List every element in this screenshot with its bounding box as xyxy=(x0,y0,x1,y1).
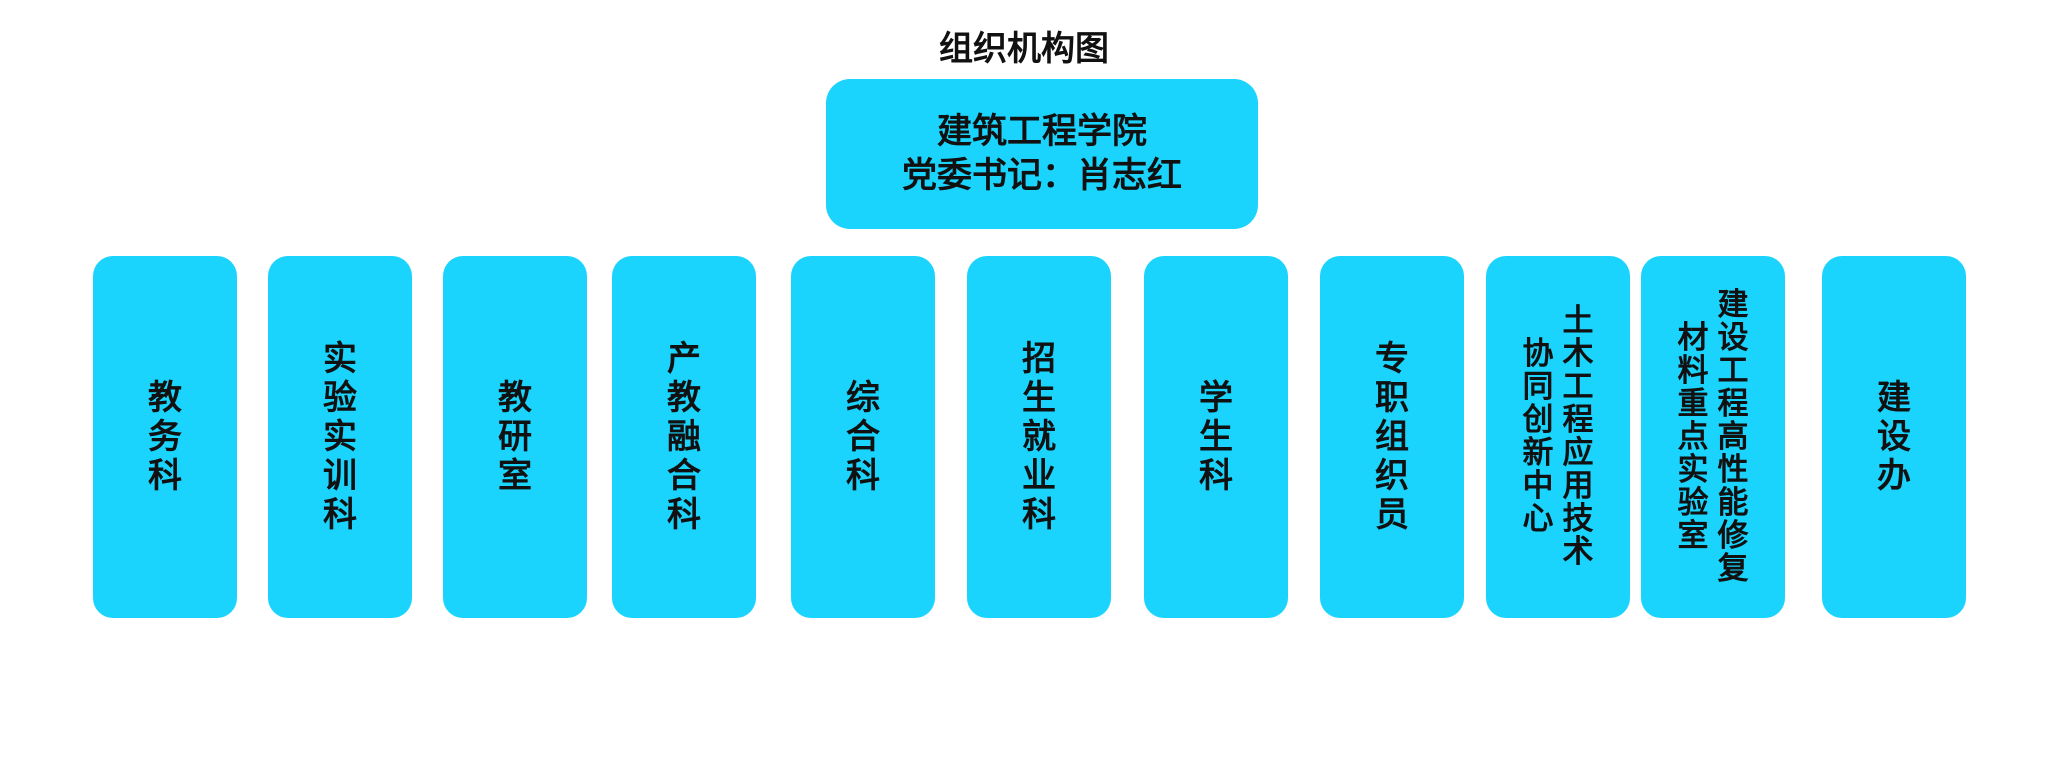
department-label: 教研室 xyxy=(498,377,532,496)
department-node: 教务科 xyxy=(93,256,237,618)
department-node: 招生就业科 xyxy=(967,256,1111,618)
root-node: 建筑工程学院 党委书记：肖志红 xyxy=(826,79,1258,229)
department-node: 土木工程应用技术协同创新中心 xyxy=(1486,256,1630,618)
department-node: 实验实训科 xyxy=(268,256,412,618)
department-label: 专职组织员 xyxy=(1375,338,1409,535)
department-label: 建设工程高性能修复 xyxy=(1717,286,1749,587)
department-label: 实验实训科 xyxy=(323,338,357,535)
department-label: 综合科 xyxy=(846,377,880,496)
department-label: 产教融合科 xyxy=(667,338,701,535)
department-node: 建设工程高性能修复材料重点实验室 xyxy=(1641,256,1785,618)
department-node: 产教融合科 xyxy=(612,256,756,618)
department-node: 教研室 xyxy=(443,256,587,618)
department-node: 学生科 xyxy=(1144,256,1288,618)
department-node: 综合科 xyxy=(791,256,935,618)
department-label: 土木工程应用技术 xyxy=(1562,303,1594,570)
chart-title: 组织机构图 xyxy=(939,29,1109,69)
root-name: 建筑工程学院 xyxy=(936,112,1147,152)
department-label: 招生就业科 xyxy=(1022,338,1056,535)
department-label: 学生科 xyxy=(1199,377,1233,496)
department-node: 建设办 xyxy=(1822,256,1966,618)
department-label: 材料重点实验室 xyxy=(1677,319,1709,554)
department-label: 教务科 xyxy=(148,377,182,496)
department-node: 专职组织员 xyxy=(1320,256,1464,618)
department-label: 协同创新中心 xyxy=(1522,336,1554,537)
department-label: 建设办 xyxy=(1877,377,1911,496)
root-secretary: 党委书记：肖志红 xyxy=(901,156,1182,196)
